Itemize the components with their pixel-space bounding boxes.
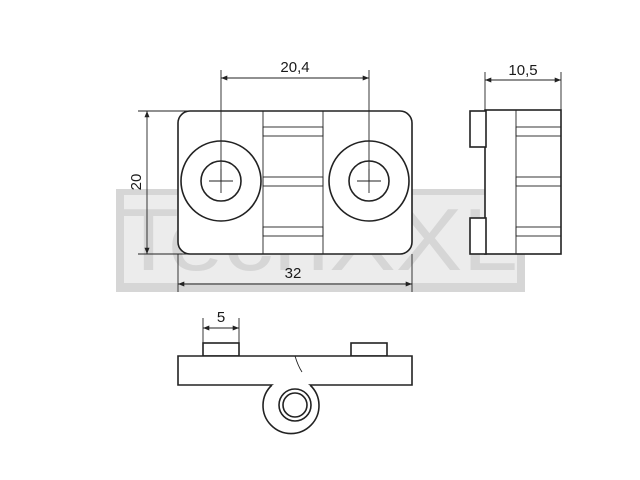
side-rail-lower [515, 226, 562, 237]
dimension-width: 32 [177, 254, 413, 292]
dimension-depth: 10,5 [484, 62, 562, 110]
hinge-pin-inner [282, 392, 308, 418]
dimension-depth-label: 10,5 [508, 62, 537, 79]
hinge-neck [294, 355, 303, 373]
side-view-tab-bottom [469, 217, 487, 255]
dimension-tab-width-label: 5 [217, 309, 225, 326]
side-view [469, 109, 562, 255]
dimension-width-label: 32 [285, 265, 302, 282]
side-view-body [484, 109, 562, 255]
bottom-view [177, 342, 413, 435]
dimension-hole-spacing: 20,4 [220, 59, 370, 181]
dimension-height-label: 20 [128, 174, 145, 191]
front-view [177, 110, 413, 255]
bottom-right-tab [350, 342, 388, 357]
side-rail-upper [515, 126, 562, 137]
side-rail-middle [515, 176, 562, 187]
dimension-height: 20 [128, 110, 192, 255]
dimension-tab-width: 5 [202, 309, 240, 343]
dimension-hole-spacing-label: 20,4 [280, 59, 309, 76]
side-view-tab-top [469, 110, 487, 148]
bottom-left-tab [202, 342, 240, 357]
